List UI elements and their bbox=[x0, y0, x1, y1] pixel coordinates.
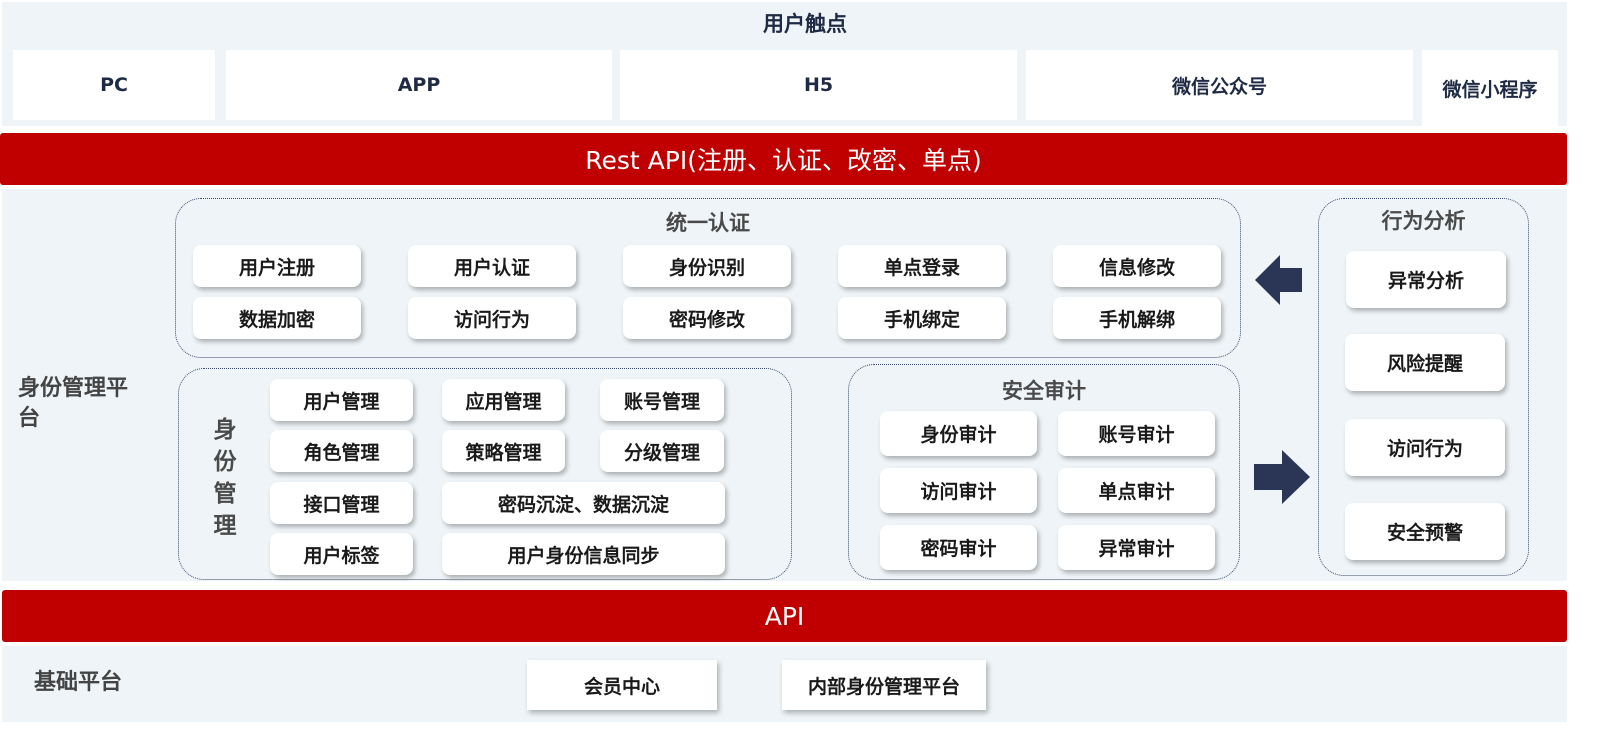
auth-item-modify-info: 信息修改 bbox=[1053, 245, 1221, 287]
idm-item-user: 用户管理 bbox=[270, 379, 413, 421]
platform-label: 身份管理平台 bbox=[18, 376, 129, 431]
idm-item-data-sediment: 密码沉淀、数据沉淀 bbox=[442, 482, 725, 524]
behavior-item-alert: 安全预警 bbox=[1345, 503, 1505, 560]
api-bar: API bbox=[2, 590, 1567, 642]
idm-item-application: 应用管理 bbox=[442, 379, 565, 421]
touchpoint-app: APP bbox=[226, 50, 612, 120]
behavior-item-anomaly: 异常分析 bbox=[1346, 251, 1506, 308]
audit-item-password: 密码审计 bbox=[880, 525, 1037, 570]
auth-item-authenticate: 用户认证 bbox=[408, 245, 576, 287]
audit-item-anomaly: 异常审计 bbox=[1058, 525, 1215, 570]
auth-item-sso: 单点登录 bbox=[838, 245, 1006, 287]
touchpoint-pc: PC bbox=[13, 50, 215, 120]
touchpoint-wechat-miniapp: 微信小程序 bbox=[1422, 50, 1558, 126]
idm-item-account: 账号管理 bbox=[600, 379, 724, 421]
idm-item-user-tag: 用户标签 bbox=[270, 533, 413, 575]
auth-item-identify: 身份识别 bbox=[623, 245, 791, 287]
touchpoint-h5: H5 bbox=[620, 50, 1017, 120]
auth-item-bind-phone: 手机绑定 bbox=[838, 297, 1006, 339]
behavior-item-risk: 风险提醒 bbox=[1345, 334, 1505, 391]
audit-item-account: 账号审计 bbox=[1058, 411, 1215, 456]
auth-item-access-behavior: 访问行为 bbox=[408, 297, 576, 339]
base-label: 基础平台 bbox=[34, 670, 123, 695]
idm-item-policy: 策略管理 bbox=[442, 430, 565, 472]
arrow-left-icon bbox=[1255, 255, 1302, 305]
audit-item-sso: 单点审计 bbox=[1058, 468, 1215, 513]
touchpoints-title: 用户触点 bbox=[763, 12, 847, 36]
unified-auth-title: 统一认证 bbox=[666, 211, 750, 235]
audit-item-identity: 身份审计 bbox=[880, 411, 1037, 456]
security-audit-title: 安全审计 bbox=[1002, 379, 1086, 403]
idm-item-hierarchy: 分级管理 bbox=[600, 430, 724, 472]
base-item-member-center: 会员中心 bbox=[527, 660, 717, 710]
behavior-item-access: 访问行为 bbox=[1345, 419, 1505, 476]
auth-item-register: 用户注册 bbox=[193, 245, 361, 287]
arrow-right-icon bbox=[1254, 450, 1310, 504]
auth-item-change-password: 密码修改 bbox=[623, 297, 791, 339]
behavior-title: 行为分析 bbox=[1381, 209, 1466, 233]
idm-item-interface: 接口管理 bbox=[270, 482, 413, 524]
rest-api-bar: Rest API(注册、认证、改密、单点) bbox=[0, 133, 1567, 185]
audit-item-access: 访问审计 bbox=[880, 468, 1037, 513]
base-item-internal-idm: 内部身份管理平台 bbox=[782, 660, 986, 710]
idm-item-role: 角色管理 bbox=[270, 430, 413, 472]
identity-mgmt-title: 身份管理 bbox=[213, 417, 237, 539]
auth-item-unbind-phone: 手机解绑 bbox=[1053, 297, 1221, 339]
touchpoint-wechat-official: 微信公众号 bbox=[1026, 50, 1413, 120]
auth-item-encrypt: 数据加密 bbox=[193, 297, 361, 339]
idm-item-identity-sync: 用户身份信息同步 bbox=[442, 533, 725, 575]
